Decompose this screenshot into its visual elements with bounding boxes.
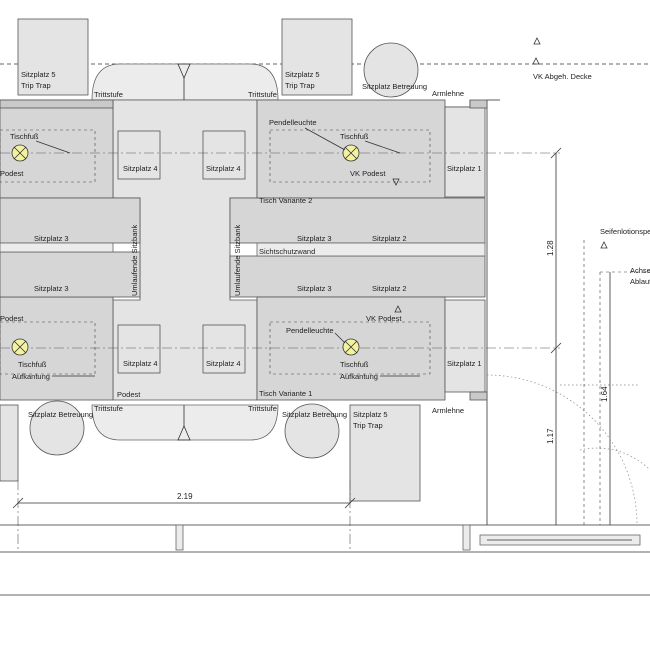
aufkantung-label: Aufkantung: [340, 372, 378, 381]
aufkantung-label: Aufkantung: [12, 372, 50, 381]
trittstufe-label: Trittstufe: [248, 404, 277, 413]
seat-betreuung-label: Sitzplatz Betreuung: [282, 410, 347, 419]
seat5-label: Sitzplatz 5: [285, 70, 320, 79]
height-dimension: 1.28: [546, 240, 555, 256]
vk-podest-label: VK Podest: [350, 169, 386, 178]
leader-lines: [35, 127, 420, 377]
seat4-label: Sitzplatz 4: [206, 359, 241, 368]
labels: Sitzplatz 5 Trip Trap Sitzplatz 5 Trip T…: [0, 70, 650, 430]
seat1-label: Sitzplatz 1: [447, 359, 482, 368]
pendant-light-icon: [11, 144, 360, 356]
podest-label: Podest: [117, 390, 141, 399]
trip-trap-label: Trip Trap: [21, 81, 51, 90]
tischfuss-label: Tischfuß: [18, 360, 47, 369]
armlehne-label: Armlehne: [432, 89, 464, 98]
seat4-label: Sitzplatz 4: [206, 164, 241, 173]
stools: [117, 130, 246, 374]
vk-podest-label: VK Podest: [366, 314, 402, 323]
seat2-label: Sitzplatz 2: [372, 284, 407, 293]
trip-trap-label: Trip Trap: [353, 421, 383, 430]
seat3-label: Sitzplatz 3: [297, 234, 332, 243]
seat4-label: Sitzplatz 4: [123, 359, 158, 368]
seat-betreuung-label: Sitzplatz Betreuung: [362, 82, 427, 91]
door-swing: [392, 37, 650, 526]
armlehne-label: Armlehne: [432, 406, 464, 415]
sichtschutzwand-label: Sichtschutzwand: [259, 247, 315, 256]
trip-trap-seats: [0, 18, 421, 502]
seat3-label: Sitzplatz 3: [297, 284, 332, 293]
left-mid-bench: [0, 197, 141, 298]
tischfuss-label: Tischfuß: [340, 132, 369, 141]
sitzbank-label: Umlaufende Sitzbank: [130, 224, 139, 296]
seat5-label: Sitzplatz 5: [21, 70, 56, 79]
dimension-lines: [12, 147, 611, 525]
seat4-label: Sitzplatz 4: [123, 164, 158, 173]
tischfuss-label: Tischfuß: [340, 360, 369, 369]
vk-abgeh-decke-label: VK Abgeh. Decke: [533, 72, 592, 81]
trip-trap-label: Trip Trap: [285, 81, 315, 90]
seifenlotionspender-label: Seifenlotionspen: [600, 227, 650, 236]
caregiver-seats: [29, 42, 419, 459]
right-mid-bench: [229, 197, 486, 298]
podest-label: Podest: [0, 314, 24, 323]
trittstufe-label: Trittstufe: [94, 404, 123, 413]
tischfuss-label: Tischfuß: [10, 132, 39, 141]
tisch-variante-1-label: Tisch Variante 1: [259, 389, 312, 398]
podest-label: Podest: [0, 169, 24, 178]
trittstufe-label: Trittstufe: [94, 90, 123, 99]
armrests: [469, 99, 488, 401]
seat3-label: Sitzplatz 3: [34, 234, 69, 243]
building-lines: [0, 63, 650, 596]
achse-label: Achse: [630, 266, 650, 275]
ablauf-label: Ablauf: [630, 277, 650, 286]
sitzbank-label: Umlaufende Sitzbank: [233, 224, 242, 296]
seat3-label: Sitzplatz 3: [34, 284, 69, 293]
axis-lines: [0, 152, 560, 550]
seat-betreuung-label: Sitzplatz Betreuung: [28, 410, 93, 419]
seat2-label: Sitzplatz 2: [372, 234, 407, 243]
seat5-label: Sitzplatz 5: [353, 410, 388, 419]
tisch-variante-2-label: Tisch Variante 2: [259, 196, 312, 205]
height-dimension: 1.17: [546, 428, 555, 444]
right-side-bench: [444, 106, 486, 393]
width-dimension: 2.19: [177, 492, 193, 501]
trittstufe-label: Trittstufe: [248, 90, 277, 99]
seat1-label: Sitzplatz 1: [447, 164, 482, 173]
pendelleuchte-label: Pendelleuchte: [286, 326, 334, 335]
pendelleuchte-label: Pendelleuchte: [269, 118, 317, 127]
bottom-elements: [175, 524, 641, 551]
dimension-labels: 2.19 1.28 1.17 1.64: [177, 240, 609, 501]
height-dimension: 1.64: [600, 386, 609, 402]
